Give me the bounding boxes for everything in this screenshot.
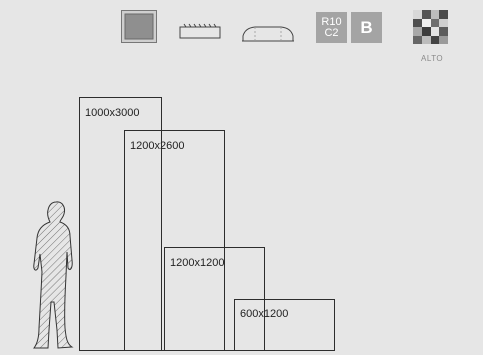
bullnose-icon bbox=[241, 24, 295, 44]
class-badge: B bbox=[351, 12, 382, 43]
tile-size-label: 600x1200 bbox=[240, 308, 288, 320]
slip-rating-badge: R10 C2 bbox=[316, 12, 347, 43]
class-badge-label: B bbox=[360, 18, 372, 38]
square-frame-icon bbox=[121, 10, 157, 43]
slip-rating-r: R10 bbox=[321, 17, 341, 28]
slip-rating-c: C2 bbox=[324, 28, 338, 39]
tile-size-label: 1000x3000 bbox=[85, 107, 139, 119]
tile-size-label: 1200x2600 bbox=[130, 140, 184, 152]
variation-label: ALTO bbox=[421, 54, 443, 63]
tile-size-label: 1200x1200 bbox=[170, 257, 224, 269]
rectified-edge-icon bbox=[178, 22, 222, 40]
shade-variation-icon bbox=[413, 10, 448, 44]
person-scale-icon bbox=[20, 198, 76, 350]
tile-600x1200: 600x1200 bbox=[234, 299, 335, 351]
